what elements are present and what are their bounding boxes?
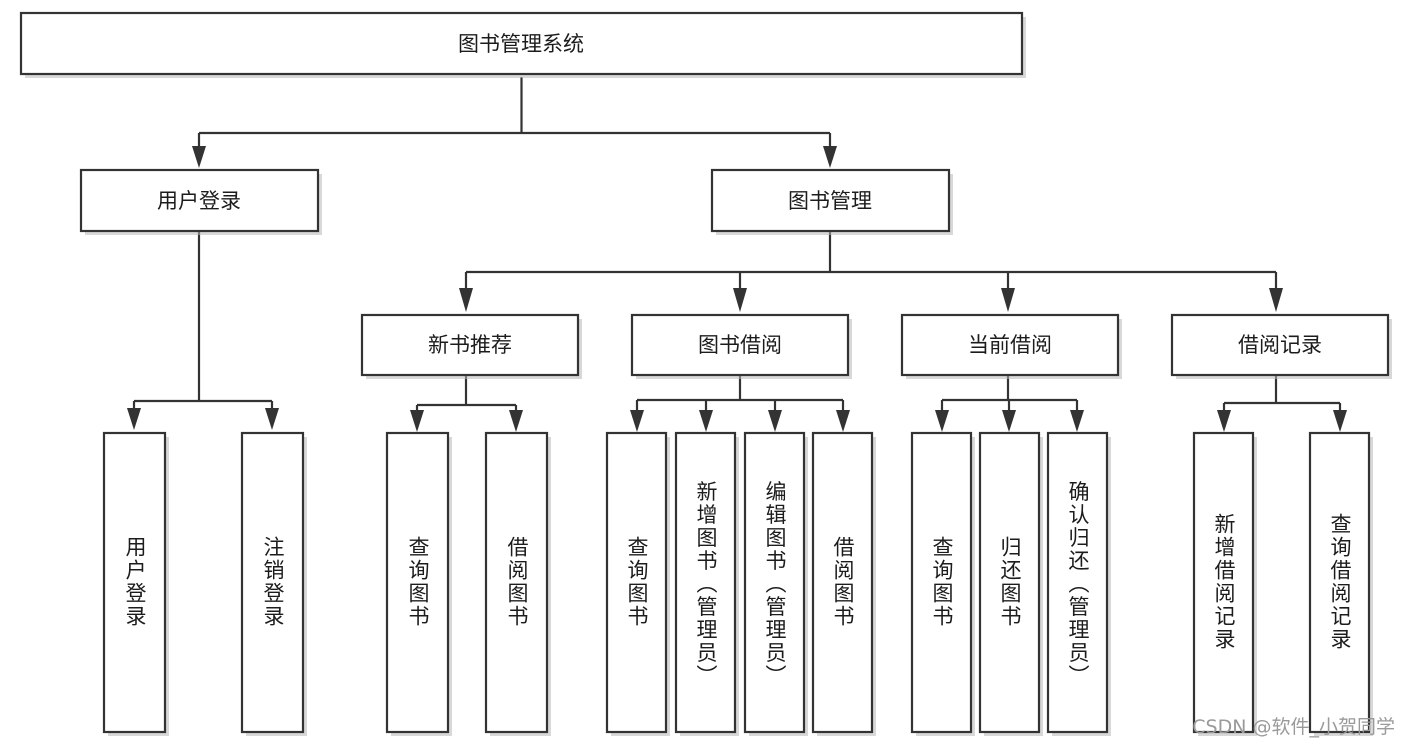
node-root[interactable]: 图书管理系统 — [19, 11, 1026, 78]
leaf-book-borrow-3[interactable]: 编辑图书（管理员） — [743, 431, 808, 736]
leaf-book-borrow-2-label: 新增图书（管理员） — [694, 481, 718, 688]
arrow-login-leaf-1 — [127, 408, 141, 430]
leaf-user-login-1-box[interactable] — [102, 431, 167, 734]
current-borrow-label: 当前借阅 — [968, 333, 1052, 357]
leaf-user-login-2[interactable]: 注销登录 — [240, 431, 307, 736]
new-book-recommend-label: 新书推荐 — [428, 333, 512, 357]
leaf-book-borrow-4[interactable]: 借阅图书 — [811, 431, 876, 736]
leaf-new-book-2-box[interactable] — [484, 431, 549, 734]
leaf-borrow-record-2-box[interactable] — [1308, 431, 1371, 734]
connector-layer — [127, 77, 1347, 432]
leaf-borrow-record-2[interactable]: 查询借阅记录 — [1308, 431, 1373, 736]
leaf-user-login-1-label: 用户登录 — [123, 536, 147, 628]
borrow-record-label: 借阅记录 — [1238, 333, 1322, 357]
root-label: 图书管理系统 — [458, 32, 584, 56]
user-login-box[interactable] — [79, 168, 320, 233]
leaf-user-login-2-label: 注销登录 — [261, 536, 285, 628]
arrow-bookborrow-leaf-3 — [768, 410, 782, 432]
arrow-to-new-book — [459, 288, 473, 312]
leaf-book-borrow-1-label: 查询图书 — [625, 536, 649, 628]
leaf-book-borrow-2[interactable]: 新增图书（管理员） — [674, 431, 739, 736]
arrow-currentborrow-leaf-1 — [935, 410, 949, 432]
current-borrow-box[interactable] — [900, 313, 1120, 377]
arrow-currentborrow-leaf-3 — [1070, 410, 1084, 432]
leaf-user-login-2-box[interactable] — [240, 431, 305, 734]
arrow-root-to-login — [192, 146, 206, 168]
leaf-current-borrow-3-label: 确认归还（管理员） — [1066, 481, 1090, 688]
leaf-borrow-record-1-box[interactable] — [1192, 431, 1255, 734]
leaf-current-borrow-3-box[interactable] — [1046, 431, 1109, 734]
leaf-current-borrow-2-box[interactable] — [978, 431, 1041, 734]
leaf-user-login-1[interactable]: 用户登录 — [102, 431, 169, 736]
arrow-bookborrow-leaf-1 — [630, 410, 644, 432]
book-management-box[interactable] — [710, 168, 951, 233]
leaf-current-borrow-3[interactable]: 确认归还（管理员） — [1046, 431, 1111, 736]
arrow-borrowrecord-leaf-1 — [1217, 410, 1231, 432]
leaf-book-borrow-4-box[interactable] — [811, 431, 874, 734]
node-new-book-recommend[interactable]: 新书推荐 — [360, 313, 582, 379]
arrow-borrowrecord-leaf-2 — [1333, 410, 1347, 432]
book-management-label: 图书管理 — [788, 189, 872, 213]
arrow-newbook-leaf-1 — [410, 410, 424, 432]
leaf-new-book-2-label: 借阅图书 — [505, 536, 529, 628]
node-current-borrow[interactable]: 当前借阅 — [900, 313, 1122, 379]
arrow-to-current-borrow — [1001, 288, 1015, 312]
leaf-book-borrow-1[interactable]: 查询图书 — [605, 431, 670, 736]
leaf-current-borrow-2[interactable]: 归还图书 — [978, 431, 1043, 736]
node-book-management[interactable]: 图书管理 — [710, 168, 953, 235]
root-box[interactable] — [19, 11, 1024, 76]
borrow-record-box[interactable] — [1170, 313, 1390, 377]
leaf-current-borrow-2-label: 归还图书 — [998, 536, 1022, 628]
leaf-new-book-1-label: 查询图书 — [406, 536, 430, 628]
arrow-currentborrow-leaf-2 — [1002, 410, 1016, 432]
leaf-borrow-record-2-label: 查询借阅记录 — [1328, 513, 1352, 651]
leaf-current-borrow-1-box[interactable] — [910, 431, 973, 734]
leaf-book-borrow-2-box[interactable] — [674, 431, 737, 734]
leaf-current-borrow-1[interactable]: 查询图书 — [910, 431, 975, 736]
node-user-login[interactable]: 用户登录 — [79, 168, 322, 235]
arrow-root-to-bookmgmt — [823, 146, 837, 168]
arrow-login-leaf-2 — [265, 408, 279, 430]
leaf-borrow-record-1-label: 新增借阅记录 — [1212, 513, 1236, 651]
book-borrow-box[interactable] — [630, 313, 850, 377]
leaf-book-borrow-3-box[interactable] — [743, 431, 806, 734]
leaf-new-book-2[interactable]: 借阅图书 — [484, 431, 551, 736]
arrow-bookborrow-leaf-4 — [836, 410, 850, 432]
leaf-new-book-1-box[interactable] — [385, 431, 450, 734]
leaf-book-borrow-4-label: 借阅图书 — [831, 536, 855, 628]
arrow-to-borrow-record — [1269, 288, 1283, 312]
leaf-book-borrow-1-box[interactable] — [605, 431, 668, 734]
leaf-current-borrow-1-label: 查询图书 — [930, 536, 954, 628]
arrow-newbook-leaf-2 — [509, 410, 523, 432]
leaf-book-borrow-3-label: 编辑图书（管理员） — [763, 481, 787, 688]
user-login-label: 用户登录 — [157, 189, 241, 213]
node-book-borrow[interactable]: 图书借阅 — [630, 313, 852, 379]
book-borrow-label: 图书借阅 — [698, 333, 782, 357]
new-book-recommend-box[interactable] — [360, 313, 580, 377]
arrow-bookborrow-leaf-2 — [699, 410, 713, 432]
arrow-to-book-borrow — [733, 288, 747, 312]
leaf-new-book-1[interactable]: 查询图书 — [385, 431, 452, 736]
leaf-borrow-record-1[interactable]: 新增借阅记录 — [1192, 431, 1257, 736]
node-borrow-record[interactable]: 借阅记录 — [1170, 313, 1392, 379]
